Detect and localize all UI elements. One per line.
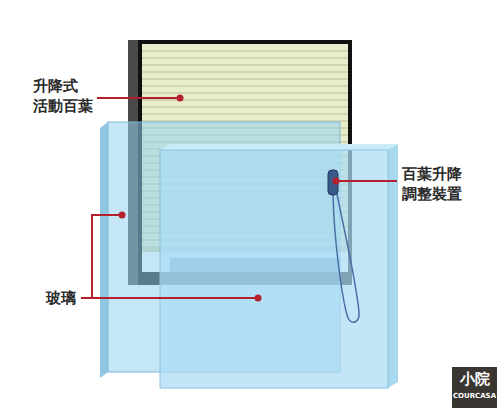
- watermark: COURCASA: [452, 392, 497, 400]
- part-label: 玻璃: [46, 288, 76, 308]
- leader-dots: [119, 95, 340, 302]
- front-glass-top: [160, 144, 398, 150]
- watermark: 小院: [452, 370, 497, 388]
- part-label: 升降式 活動百葉: [33, 76, 93, 117]
- glass-shadow-band: [170, 258, 340, 272]
- watermark-box: [452, 367, 497, 408]
- front-glass: [160, 150, 388, 388]
- pull-cord: [333, 194, 359, 322]
- back-glass-edge: [100, 122, 108, 378]
- part-label: 百葉升降 調整裝置: [402, 164, 462, 205]
- leader-lines: [81, 98, 397, 298]
